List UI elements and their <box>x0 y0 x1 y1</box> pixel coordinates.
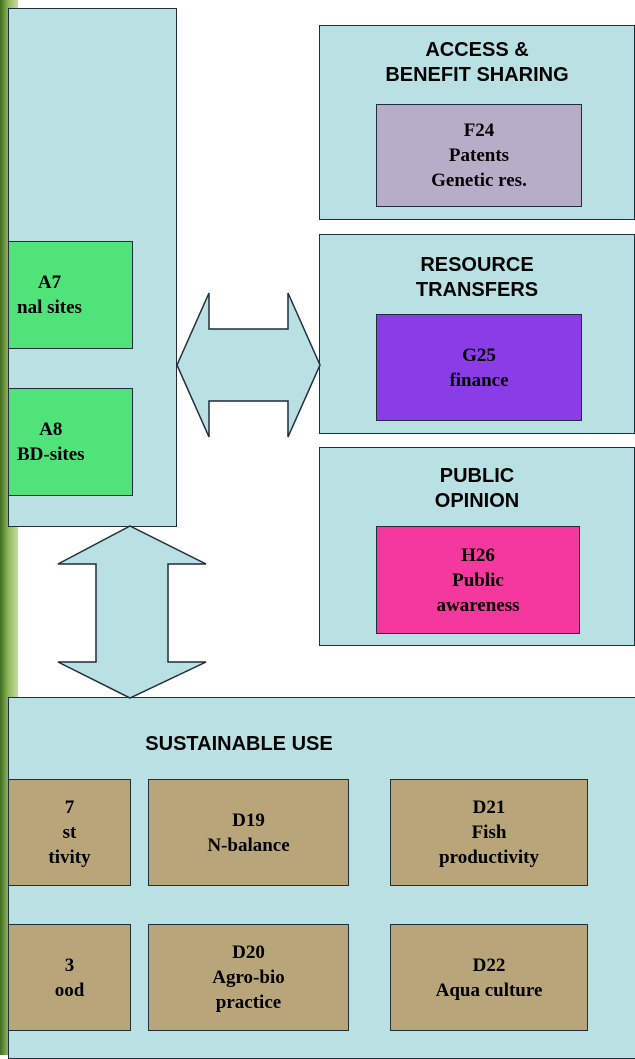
public-opinion-panel: PUBLIC OPINION H26 Public awareness <box>319 447 635 646</box>
node-d20: D20 Agro-bio practice <box>148 924 349 1031</box>
node-a8: A8 BD-sites <box>8 388 133 496</box>
access-benefit-panel: ACCESS & BENEFIT SHARING F24 Patents Gen… <box>319 25 635 220</box>
node-d17: 7 st tivity <box>8 779 131 886</box>
node-d21: D21 Fish productivity <box>390 779 588 886</box>
access-benefit-title: ACCESS & BENEFIT SHARING <box>385 39 569 86</box>
node-d18: 3 ood <box>8 924 131 1031</box>
node-f24: F24 Patents Genetic res. <box>376 104 582 207</box>
node-d19: D19 N-balance <box>148 779 349 886</box>
public-opinion-title: PUBLIC OPINION <box>434 465 520 512</box>
sustainable-use-title: SUSTAINABLE USE <box>145 733 333 755</box>
horizontal-double-arrow <box>176 292 321 438</box>
vertical-double-arrow <box>57 525 207 699</box>
resource-transfers-title: RESOURCE TRANSFERS <box>415 254 539 301</box>
node-d22: D22 Aqua culture <box>390 924 588 1031</box>
node-g25: G25 finance <box>376 314 582 421</box>
resource-transfers-panel: RESOURCE TRANSFERS G25 finance <box>319 234 635 434</box>
node-h26: H26 Public awareness <box>376 526 580 634</box>
node-a7: A7 nal sites <box>8 241 133 349</box>
